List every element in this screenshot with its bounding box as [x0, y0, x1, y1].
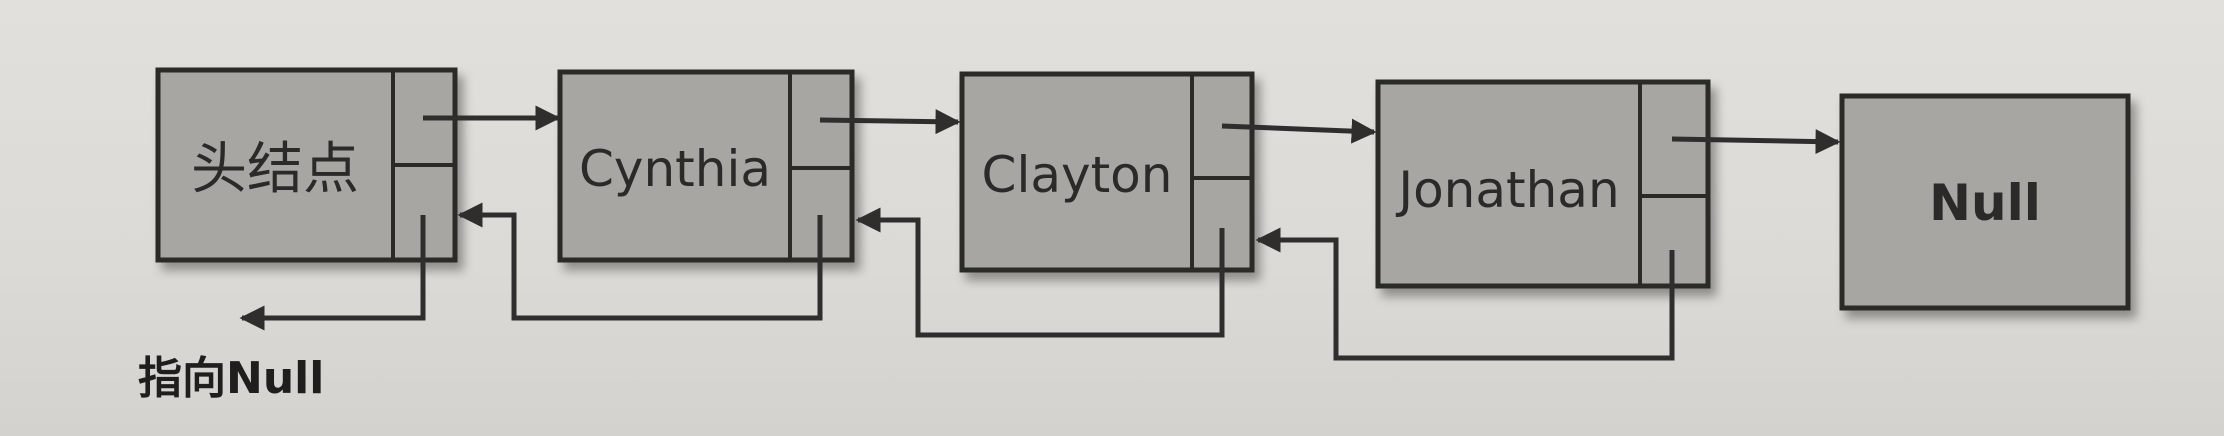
node-head [155, 67, 458, 263]
node-label-jonathan: Jonathan [1395, 161, 1619, 219]
points-to-null-label: 指向Null [138, 353, 324, 404]
node-label-cynthia: Cynthia [579, 140, 771, 198]
node-null [1839, 93, 2131, 311]
next-arrow-clayton-to-jonathan [1221, 118, 1377, 144]
next-arrow-cynthia-to-clayton [819, 109, 961, 135]
head-prev-arrow-to-null [239, 215, 426, 331]
node-label-head: 头结点 [191, 137, 359, 202]
next-arrow-jonathan-to-null [1671, 129, 1841, 155]
node-jonathan [1375, 79, 1711, 289]
prev-arrow-cynthia-to-head [457, 202, 823, 321]
prev-arrow-jonathan-to-clayton [1255, 227, 1675, 361]
node-label-null: Null [1929, 174, 2041, 232]
node-label-clayton: Clayton [982, 146, 1173, 204]
prev-arrow-clayton-to-cynthia [855, 207, 1225, 338]
node-cynthia [557, 69, 855, 263]
node-clayton [959, 71, 1255, 273]
